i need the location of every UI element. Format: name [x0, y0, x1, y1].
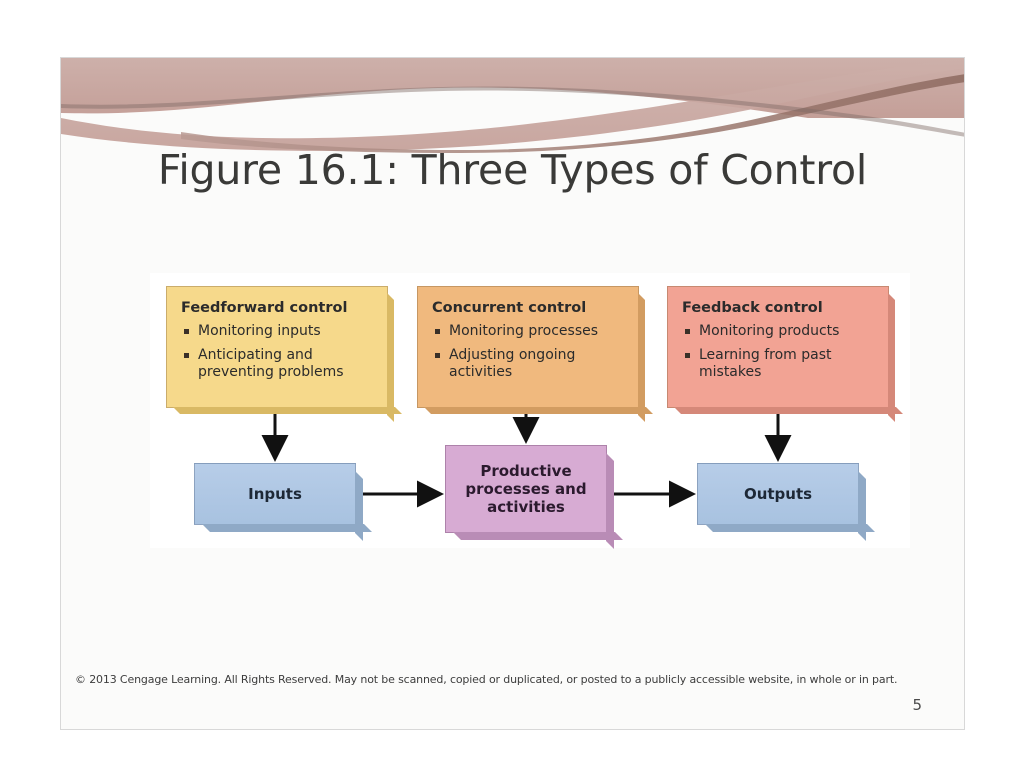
bullet-square-icon [435, 329, 440, 334]
slide-page-number: 5 [912, 696, 922, 714]
bullet-text: Learning from past mistakes [699, 347, 832, 380]
bullet-text: Anticipating and preventing problems [198, 347, 344, 380]
header-swoosh-decoration [61, 58, 964, 153]
box-shadow-bottom [202, 524, 372, 532]
list-item: Monitoring inputs [181, 323, 375, 340]
list-item: Monitoring processes [432, 323, 626, 340]
box-shadow-bottom [424, 407, 653, 414]
process-box-label: Inputs [248, 485, 302, 503]
bullet-square-icon [685, 353, 690, 358]
box-shadow-bottom [173, 407, 402, 414]
presentation-slide: Figure 16.1: Three Types of Control [60, 57, 965, 730]
process-box-inputs[interactable]: Inputs [194, 463, 372, 541]
box-shadow-right [387, 293, 394, 422]
bullet-square-icon [435, 353, 440, 358]
process-box-label: Productive processes and activities [465, 462, 587, 516]
control-box-title: Concurrent control [432, 300, 587, 316]
box-shadow-right [638, 293, 645, 422]
box-shadow-bottom [453, 532, 623, 540]
box-shadow-bottom [705, 524, 875, 532]
control-box-concurrent[interactable]: Concurrent control Monitoring processes … [417, 286, 653, 422]
process-box-outputs[interactable]: Outputs [697, 463, 875, 541]
list-item: Anticipating and preventing problems [181, 347, 375, 381]
bullet-text: Monitoring processes [449, 323, 599, 339]
bullet-text: Monitoring products [699, 323, 840, 339]
bullet-square-icon [685, 329, 690, 334]
control-box-feedforward[interactable]: Feedforward control Monitoring inputs An… [166, 286, 402, 422]
swoosh-graphic [61, 58, 964, 153]
bullet-square-icon [184, 353, 189, 358]
control-process-diagram: Feedforward control Monitoring inputs An… [150, 273, 910, 549]
control-box-bullets: Monitoring products Learning from past m… [682, 323, 876, 381]
box-shadow-right [888, 293, 895, 422]
box-shadow-bottom [674, 407, 903, 414]
control-box-title: Feedback control [682, 300, 823, 316]
page-title: Figure 16.1: Three Types of Control [157, 146, 868, 194]
control-box-title: Feedforward control [181, 300, 348, 316]
figure-panel: Feedforward control Monitoring inputs An… [150, 273, 910, 549]
control-box-bullets: Monitoring processes Adjusting ongoing a… [432, 323, 626, 381]
control-box-feedback[interactable]: Feedback control Monitoring products Lea… [667, 286, 903, 422]
process-box-label: Outputs [743, 485, 813, 503]
bullet-text: Adjusting ongoing activities [449, 347, 576, 380]
list-item: Learning from past mistakes [682, 347, 876, 381]
control-box-bullets: Monitoring inputs Anticipating and preve… [181, 323, 375, 381]
copyright-footer: © 2013 Cengage Learning. All Rights Rese… [75, 673, 898, 686]
list-item: Monitoring products [682, 323, 876, 340]
list-item: Adjusting ongoing activities [432, 347, 626, 381]
bullet-text: Monitoring inputs [198, 323, 321, 339]
bullet-square-icon [184, 329, 189, 334]
process-box-productive-processes[interactable]: Productive processes and activities [445, 445, 623, 549]
